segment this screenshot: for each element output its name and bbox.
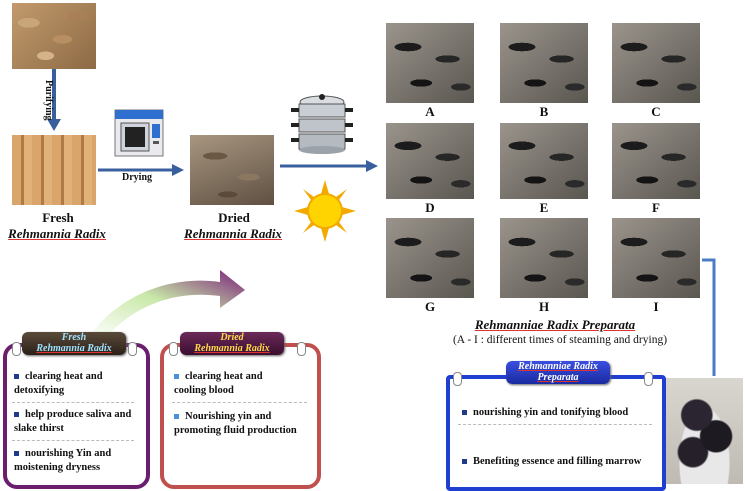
steamed-photo-h xyxy=(500,218,588,298)
dried-tag-line1: Dried xyxy=(220,332,244,343)
steamed-photo-g xyxy=(386,218,474,298)
prep-tag-line1: Rehmanniae Radix xyxy=(518,361,598,372)
prep-properties-card xyxy=(446,375,666,491)
prep-card-tag: Rehmanniae Radix Preparata xyxy=(506,361,610,384)
fresh-card-tag: Fresh Rehmannia Radix xyxy=(22,332,126,355)
dried-item-2: Nourishing yin and promoting fluid produ… xyxy=(174,410,312,438)
bullet-icon xyxy=(14,374,19,380)
prep-tag-line2: Preparata xyxy=(537,372,579,383)
bullet-icon xyxy=(462,410,467,416)
fresh-item-2-text: help produce saliva and slake thirst xyxy=(14,409,132,434)
connector-line xyxy=(702,258,716,376)
grid-label-g: G xyxy=(424,299,436,314)
fresh-item-3: nourishing Yin and moistening dryness xyxy=(14,447,132,475)
purifying-label: Purifying xyxy=(43,80,54,121)
bullet-icon xyxy=(14,451,19,457)
steamed-photo-b xyxy=(500,23,588,103)
dried-tag-line2: Rehmannia Radix xyxy=(194,343,270,354)
dried-item-1: clearing heat and cooling blood xyxy=(174,370,294,398)
fresh-item-1-text: clearing heat and detoxifying xyxy=(14,371,103,396)
dried-card-tag: Dried Rehmannia Radix xyxy=(180,332,284,355)
dried-item-2-text: Nourishing yin and promoting fluid produ… xyxy=(174,411,297,436)
steamed-photo-e xyxy=(500,123,588,199)
grid-caption-sub: (A - I : different times of steaming and… xyxy=(452,334,668,346)
grid-label-f: F xyxy=(652,200,660,215)
preparata-photo xyxy=(666,378,743,484)
grid-label-d: D xyxy=(425,200,435,215)
fresh-tag-line2: Rehmannia Radix xyxy=(36,343,112,354)
steamed-photo-f xyxy=(612,123,700,199)
oven-icon xyxy=(113,108,165,160)
grid-label-e: E xyxy=(539,200,549,215)
raw-roots-photo xyxy=(12,3,96,69)
dried-label-top: Dried xyxy=(218,210,250,225)
steamed-photo-i xyxy=(612,218,700,298)
grid-label-a: A xyxy=(425,104,435,119)
dried-properties-card xyxy=(160,343,321,489)
steaming-arrow xyxy=(280,160,378,172)
grid-label-c: C xyxy=(651,104,661,119)
grid-label-h: H xyxy=(538,299,550,314)
fresh-item-3-text: nourishing Yin and moistening dryness xyxy=(14,448,112,473)
grid-caption-title: Rehmanniae Radix Preparata xyxy=(474,317,636,332)
steamer-pot-icon xyxy=(287,92,357,162)
curved-arrow xyxy=(90,270,245,338)
grid-label-i: I xyxy=(653,299,659,314)
prep-item-1-text: nourishing yin and tonifying blood xyxy=(473,407,629,418)
bullet-icon xyxy=(14,412,19,418)
drying-arrow xyxy=(98,164,184,176)
prep-item-2-text: Benefiting essence and filling marrow xyxy=(473,456,642,467)
dried-rehmannia-photo xyxy=(190,135,274,205)
grid-label-b: B xyxy=(539,104,549,119)
bullet-icon xyxy=(462,459,467,465)
steamed-photo-d xyxy=(386,123,474,199)
fresh-label-bottom: Rehmannia Radix xyxy=(8,226,106,241)
bullet-icon xyxy=(174,414,179,420)
fresh-label-top: Fresh xyxy=(42,210,74,225)
prep-item-1: nourishing yin and tonifying blood xyxy=(462,406,654,420)
purifying-arrow xyxy=(47,69,61,131)
fresh-item-2: help produce saliva and slake thirst xyxy=(14,408,136,436)
fresh-tag-line1: Fresh xyxy=(61,332,87,343)
dried-item-1-text: clearing heat and cooling blood xyxy=(174,371,263,396)
steamed-photo-a xyxy=(386,23,474,103)
dried-label-bottom: Rehmannia Radix xyxy=(184,226,282,241)
fresh-rehmannia-photo xyxy=(12,135,96,205)
drying-label: Drying xyxy=(122,172,152,183)
prep-item-2: Benefiting essence and filling marrow xyxy=(462,455,654,469)
bullet-icon xyxy=(174,374,179,380)
fresh-item-1: clearing heat and detoxifying xyxy=(14,370,132,398)
steamed-photo-c xyxy=(612,23,700,103)
sun-icon xyxy=(294,180,356,242)
